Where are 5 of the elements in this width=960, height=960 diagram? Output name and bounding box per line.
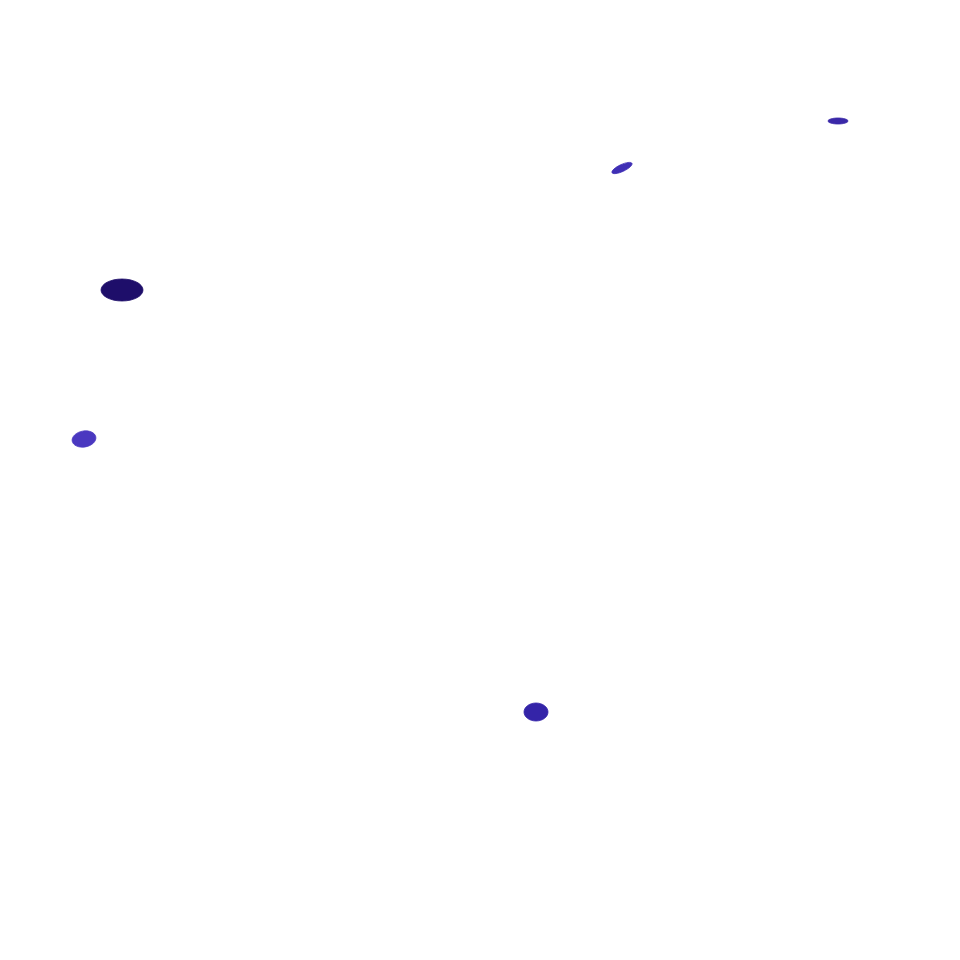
blob <box>523 702 549 722</box>
blob <box>100 278 144 302</box>
blob <box>611 162 633 175</box>
blob <box>827 117 849 125</box>
blob <box>71 430 97 448</box>
